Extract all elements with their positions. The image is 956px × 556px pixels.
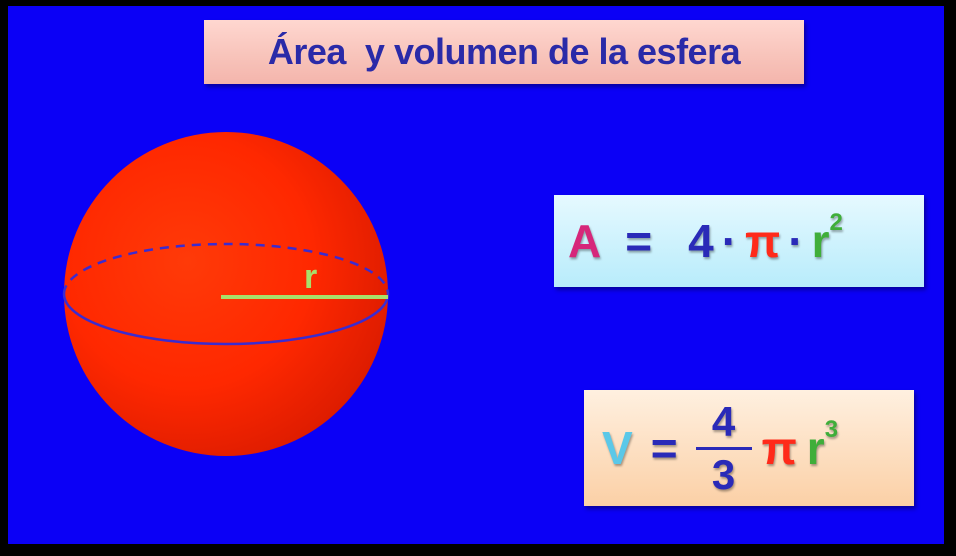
title-banner: Área y volumen de la esfera: [204, 20, 804, 84]
volume-letter: V: [602, 422, 633, 474]
volume-formula-box: V = 4 3 π r 3: [584, 390, 914, 506]
volume-numerator: 4: [711, 397, 736, 445]
area-dot-1: ·: [721, 215, 738, 267]
fraction-bar: [695, 446, 752, 450]
volume-fraction: 4 3: [695, 397, 752, 498]
volume-radius-var: r: [806, 422, 825, 474]
area-dot-2: ·: [788, 215, 804, 267]
volume-exponent: 3: [824, 416, 839, 443]
sphere-body: [64, 132, 388, 456]
slide-canvas: Área y volumen de la esfera r A = 4 · π …: [8, 6, 944, 544]
area-exponent: 2: [829, 209, 843, 236]
sphere-diagram: [62, 132, 390, 456]
volume-equals: =: [650, 422, 678, 474]
volume-denominator: 3: [711, 450, 736, 498]
area-letter: A: [568, 215, 602, 267]
slide-title: Área y volumen de la esfera: [267, 31, 741, 72]
area-pi: π: [745, 215, 781, 267]
area-equals: =: [625, 215, 653, 267]
equator-hidden-arc: [62, 242, 390, 295]
area-radius-var: r: [811, 215, 830, 267]
radius-label: r: [304, 258, 318, 296]
area-formula-box: A = 4 · π · r 2: [554, 195, 924, 287]
area-coefficient: 4: [688, 215, 714, 267]
equator-visible-arc: [62, 293, 390, 346]
volume-pi: π: [761, 422, 797, 474]
